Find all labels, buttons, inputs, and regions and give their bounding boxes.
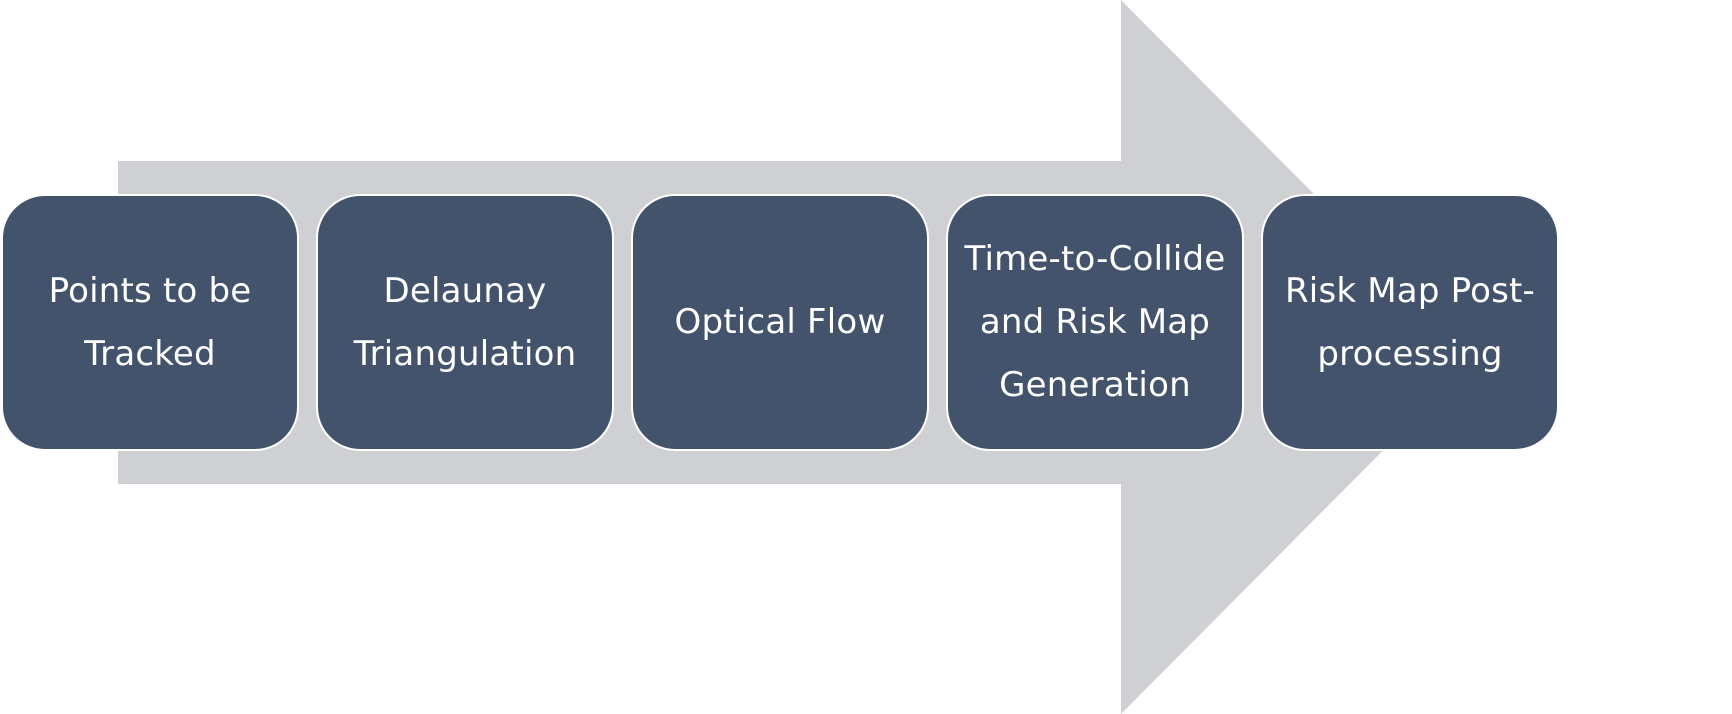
step-label: Risk Map Post- processing [1284,270,1536,374]
step-points-to-be-tracked: Points to be Tracked [1,194,299,451]
step-time-to-collide: Time-to-Collide and Risk Map Generation [946,194,1244,451]
step-delaunay-triangulation: Delaunay Triangulation [316,194,614,451]
step-label: Time-to-Collide and Risk Map Generation [964,239,1226,405]
step-label: Delaunay Triangulation [353,270,577,374]
step-optical-flow: Optical Flow [631,194,929,451]
step-label: Optical Flow [674,302,886,342]
step-label: Points to be Tracked [48,270,252,374]
step-risk-map-post-processing: Risk Map Post- processing [1261,194,1559,451]
